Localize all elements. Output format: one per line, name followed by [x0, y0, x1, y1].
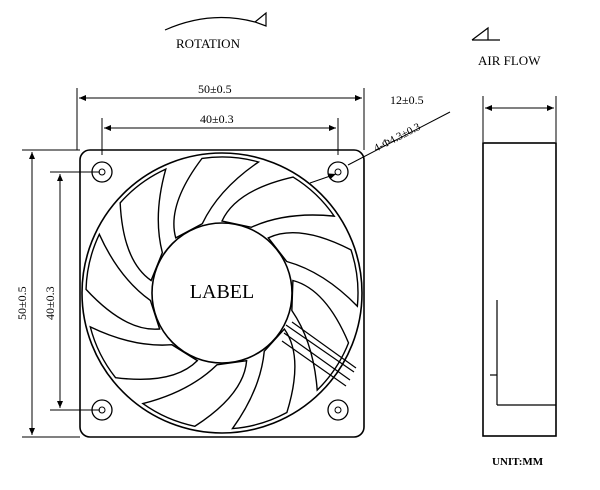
dim-overall-width-text: 50±0.5 — [198, 82, 232, 96]
fan-blade — [267, 232, 359, 308]
mounting-hole-top-right — [327, 161, 349, 183]
mounting-hole-bottom-left — [91, 399, 113, 421]
mounting-holes — [91, 161, 349, 421]
dim-overall-width: 50±0.5 — [76, 82, 365, 150]
wire-harness — [281, 321, 357, 387]
unit-label: UNIT:MM — [492, 456, 544, 468]
fan-blade — [119, 167, 167, 282]
fan-blade — [141, 359, 248, 428]
airflow-arrowhead — [471, 26, 489, 41]
rotation-arc — [164, 16, 256, 31]
fan-blade — [291, 279, 350, 392]
rotation-arrowhead — [253, 11, 267, 27]
airflow-indicator: AIR FLOW — [471, 26, 541, 68]
mounting-hole-center — [334, 168, 342, 176]
mounting-hole-center — [98, 406, 106, 414]
hub-label: LABEL — [190, 281, 254, 303]
fan-blade — [231, 327, 296, 430]
fan-front-view: LABEL — [79, 149, 365, 438]
dim-hole-spacing-x: 40±0.3 — [101, 112, 339, 155]
dim-overall-height-text: 50±0.5 — [15, 286, 29, 320]
fan-blade — [85, 232, 161, 330]
thickness-text: 12±0.5 — [390, 93, 424, 107]
airflow-label: AIR FLOW — [478, 53, 541, 68]
dim-hole-spacing-x-text: 40±0.3 — [200, 112, 234, 126]
fan-frame — [79, 149, 365, 438]
rotation-indicator: ROTATION — [164, 11, 267, 51]
fan-blades — [85, 156, 359, 430]
side-profile — [482, 142, 557, 437]
fan-blade — [89, 325, 199, 380]
hole-callout: 4-Φ4.3±0.3 — [309, 111, 451, 184]
dim-overall-height: 50±0.5 — [15, 149, 80, 438]
fan-blade — [220, 176, 336, 228]
fan-blade — [173, 156, 261, 239]
mounting-hole-top-left — [91, 161, 113, 183]
mounting-hole-center — [334, 406, 342, 414]
mounting-hole-bottom-right — [327, 399, 349, 421]
hole-callout-text: 4-Φ4.3±0.3 — [372, 121, 423, 155]
fan-side-view: 12±0.5 UNIT:MM — [390, 93, 557, 468]
rotation-label: ROTATION — [176, 36, 241, 51]
fan-hub — [151, 222, 293, 364]
fan-opening — [81, 152, 363, 434]
dim-hole-spacing-y-text: 40±0.3 — [43, 286, 57, 320]
mounting-hole-center — [98, 168, 106, 176]
